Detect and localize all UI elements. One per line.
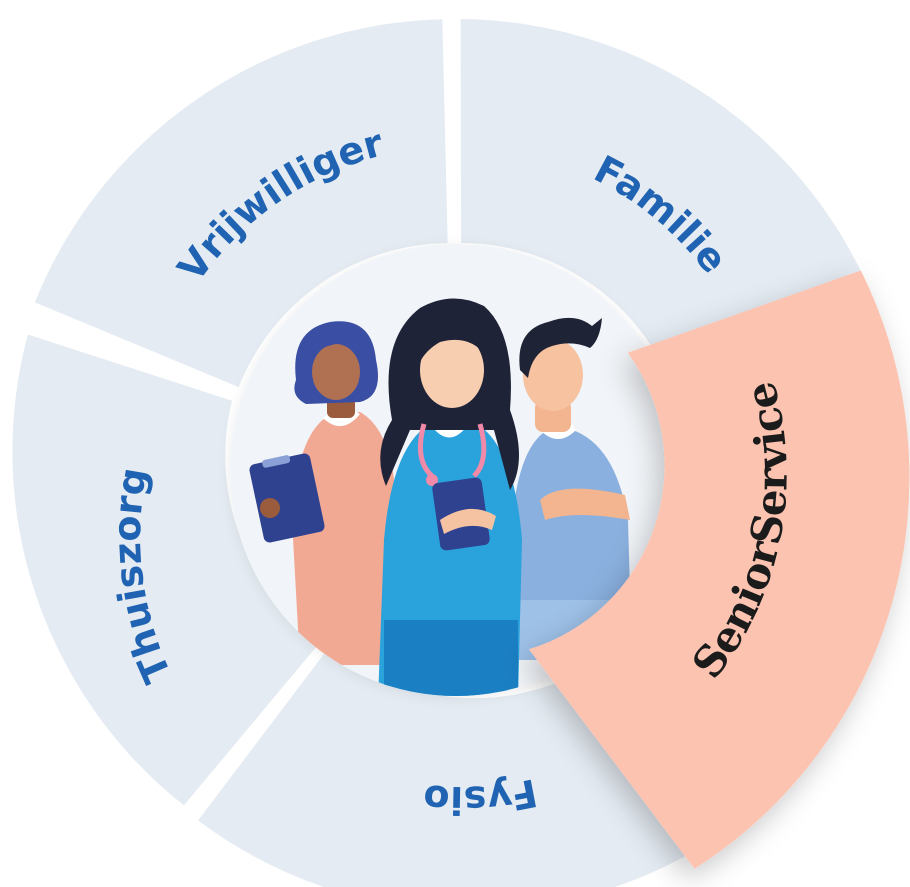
segment-familie[interactable] xyxy=(460,19,862,380)
center-caregiver-figure xyxy=(378,298,522,696)
caregivers-illustration xyxy=(249,298,634,696)
segment-label-fysio: Fysio xyxy=(422,770,541,822)
segment-thuiszorg[interactable] xyxy=(12,334,322,806)
segment-vrijwilliger[interactable] xyxy=(34,19,448,388)
female-caregiver-left-figure xyxy=(249,321,396,665)
segment-seniorservice[interactable] xyxy=(528,270,910,869)
